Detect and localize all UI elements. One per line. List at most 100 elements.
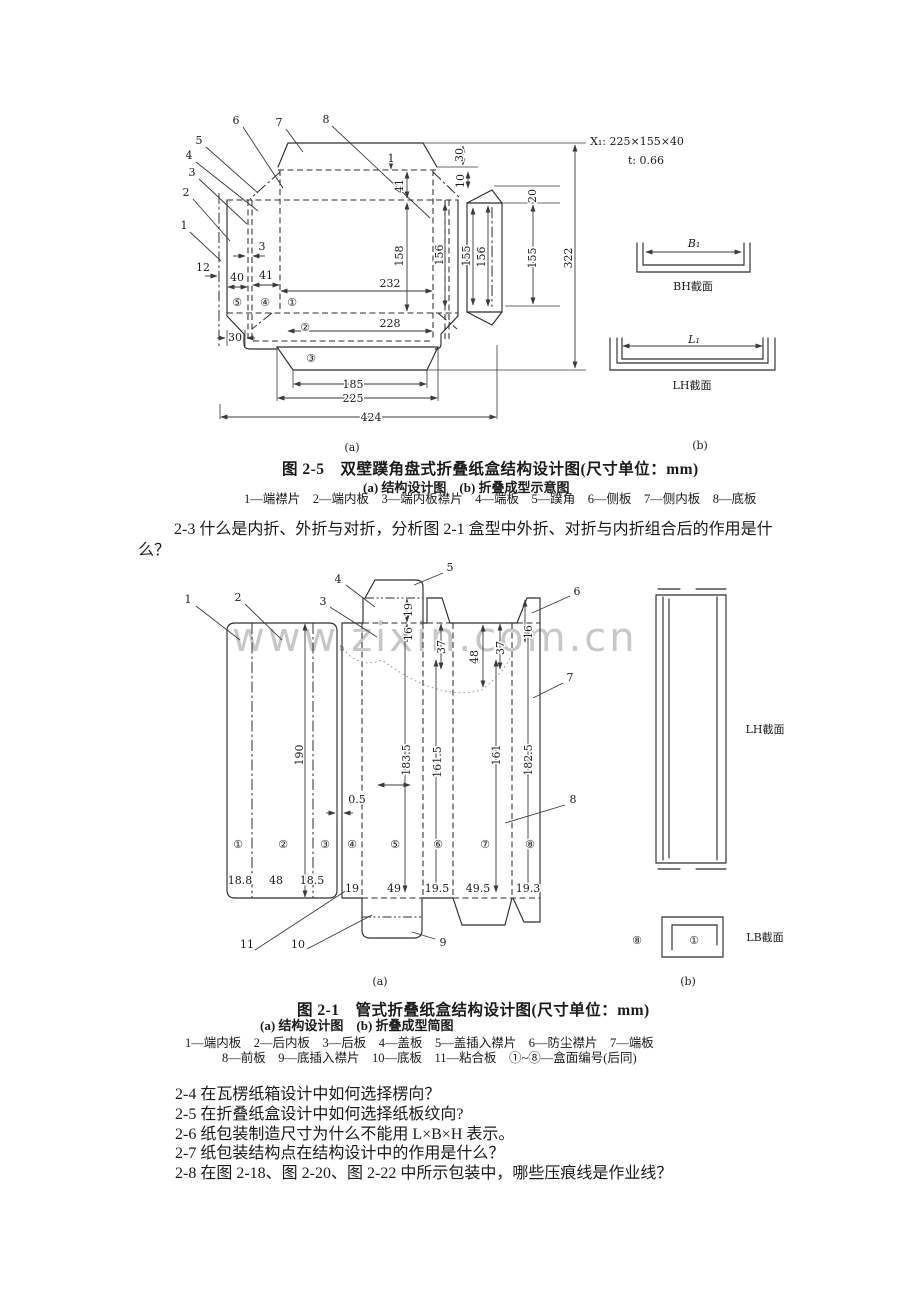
fig1-folded-sections: [655, 588, 727, 958]
dim-label: 30: [453, 148, 466, 162]
dim-label: ④: [260, 296, 270, 309]
sublabel-a: (a): [372, 975, 387, 988]
dim-label: ②: [278, 838, 288, 851]
sublabel-b: (b): [680, 975, 696, 988]
part-label-3: 3: [189, 166, 196, 179]
question-2-5: 2-5 在折叠纸盒设计中如何选择纸板纹向?: [175, 1105, 464, 1123]
dim-label: 18.8: [228, 874, 253, 887]
fig5-legend: 1—端襟片 2—端内板 3—端内板襟片 4—端板 5—蹼角 6—侧板 7—侧内板…: [244, 492, 757, 506]
lh-section-label: LH截面: [673, 378, 712, 392]
dim-label: ⑥: [433, 838, 443, 851]
dim-label: 182.5: [522, 744, 535, 776]
part-label-4: 4: [335, 573, 342, 586]
dim-label: 19.3: [516, 882, 541, 895]
dim-label: ②: [300, 321, 310, 334]
lb-section-label: LB截面: [746, 930, 783, 944]
dim-label: 1: [388, 152, 395, 165]
dim-label: L₁: [687, 333, 700, 346]
part-label-10: 10: [291, 938, 305, 951]
dim-label: ①: [689, 934, 699, 947]
fig5-caption: 图 2-5 双壁蹼角盘式折叠纸盒结构设计图(尺寸单位：mm): [282, 461, 699, 478]
thickness-spec: t: 0.66: [628, 154, 664, 167]
dim-label: 190: [293, 745, 306, 766]
dim-label: 16: [522, 625, 535, 639]
bh-section-label: BH截面: [673, 279, 713, 293]
dim-label: 20: [526, 189, 539, 203]
dim-label: 3: [259, 240, 266, 253]
dim-label: 156: [475, 247, 488, 268]
dim-label: 158: [393, 246, 406, 267]
dim-label: 48: [468, 650, 481, 664]
dim-label: ③: [320, 838, 330, 851]
dim-label: 225: [343, 392, 364, 405]
question-2-3-line1: 2-3 什么是内折、外折与对折，分析图 2-1 盒型中外折、对折与内折组合后的作…: [174, 521, 773, 538]
dim-label: 49: [387, 882, 401, 895]
fig5-structural-drawing: [189, 125, 586, 420]
part-label-9: 9: [440, 936, 447, 949]
dim-label: 41: [393, 179, 406, 193]
dim-label: 16: [402, 627, 415, 641]
part-label-5: 5: [196, 134, 203, 147]
part-label-5: 5: [447, 561, 454, 574]
dim-label: 228: [380, 317, 401, 330]
question-2-7: 2-7 纸包装结构点在结构设计中的作用是什么？: [175, 1145, 505, 1163]
fig1-legend-line1: 1—端内板 2—后内板 3—后板 4—盖板 5—盖插入襟片 6—防尘襟片 7—端…: [185, 1036, 654, 1050]
fig5-folded-sections: [609, 242, 776, 371]
question-2-8: 2-8 在图 2-18、图 2-20、图 2-22 中所示包装中，哪些压痕线是作…: [175, 1165, 673, 1182]
part-label-8: 8: [323, 113, 330, 126]
dim-label: 48: [269, 874, 283, 887]
part-label-6: 6: [574, 585, 581, 598]
part-label-12: 12: [196, 261, 210, 274]
part-label-2: 2: [183, 186, 190, 199]
dim-label: 37: [435, 640, 448, 654]
dim-label: 322: [562, 248, 575, 269]
part-label-1: 1: [181, 219, 188, 232]
dim-label: ⑤: [390, 838, 400, 851]
part-label-1: 1: [185, 593, 192, 606]
question-2-6: 2-6 纸包装制造尺寸为什么不能用 L×B×H 表示。: [175, 1125, 515, 1143]
part-label-7: 7: [276, 116, 283, 129]
dim-label: 10: [454, 174, 467, 188]
dim-label: ⑤: [232, 296, 242, 309]
dim-label: 155: [526, 248, 539, 269]
dim-label: 0.5: [348, 793, 366, 806]
dim-label: 19.5: [425, 882, 450, 895]
dim-label: 18.5: [300, 874, 325, 887]
dim-label: ⑦: [480, 838, 490, 851]
dim-label: 424: [361, 411, 382, 424]
part-label-8: 8: [570, 793, 577, 806]
dim-label: 155: [460, 246, 473, 267]
sublabel-a: (a): [344, 441, 359, 454]
part-label-4: 4: [186, 149, 193, 162]
dim-label: 41: [259, 269, 273, 282]
part-label-2: 2: [235, 591, 242, 604]
dim-label: ⑧: [632, 934, 642, 947]
part-label-7: 7: [567, 671, 574, 684]
dim-label: 232: [380, 277, 401, 290]
dim-label: 185: [343, 378, 364, 391]
question-2-4: 2-4 在瓦楞纸箱设计中如何选择楞向？: [175, 1086, 441, 1103]
lh-section-label: LH截面: [746, 722, 785, 736]
dim-label: 183.5: [400, 744, 413, 776]
dim-label: ④: [347, 838, 357, 851]
dim-label: 161.5: [431, 746, 444, 778]
part-label-6: 6: [233, 114, 240, 127]
dim-label: 19: [402, 603, 415, 617]
dim-label: ⑧: [525, 838, 535, 851]
sublabel-b: (b): [692, 439, 708, 452]
dim-label: 161: [490, 745, 503, 766]
dim-label: ①: [287, 296, 297, 309]
dim-label: 156: [433, 245, 446, 266]
fig1-caption: 图 2-1 管式折叠纸盒结构设计图(尺寸单位：mm): [297, 1002, 650, 1019]
questions-block: 2-4 在瓦楞纸箱设计中如何选择楞向？ 2-5 在折叠纸盒设计中如何选择纸板纹向…: [175, 1085, 672, 1184]
question-2-3-line2: 么？: [138, 542, 171, 559]
part-label-11: 11: [240, 938, 254, 951]
fig1-legend-line2: 8—前板 9—底插入襟片 10—底板 11—粘合板 ①~⑧—盒面编号(后同): [222, 1051, 637, 1065]
dim-label: 19: [345, 882, 359, 895]
dim-label: ③: [306, 352, 316, 365]
box-size-spec: X₁: 225×155×40: [590, 135, 684, 148]
fig1-subcaption: (a) 结构设计图 (b) 折叠成型简图: [260, 1018, 454, 1033]
